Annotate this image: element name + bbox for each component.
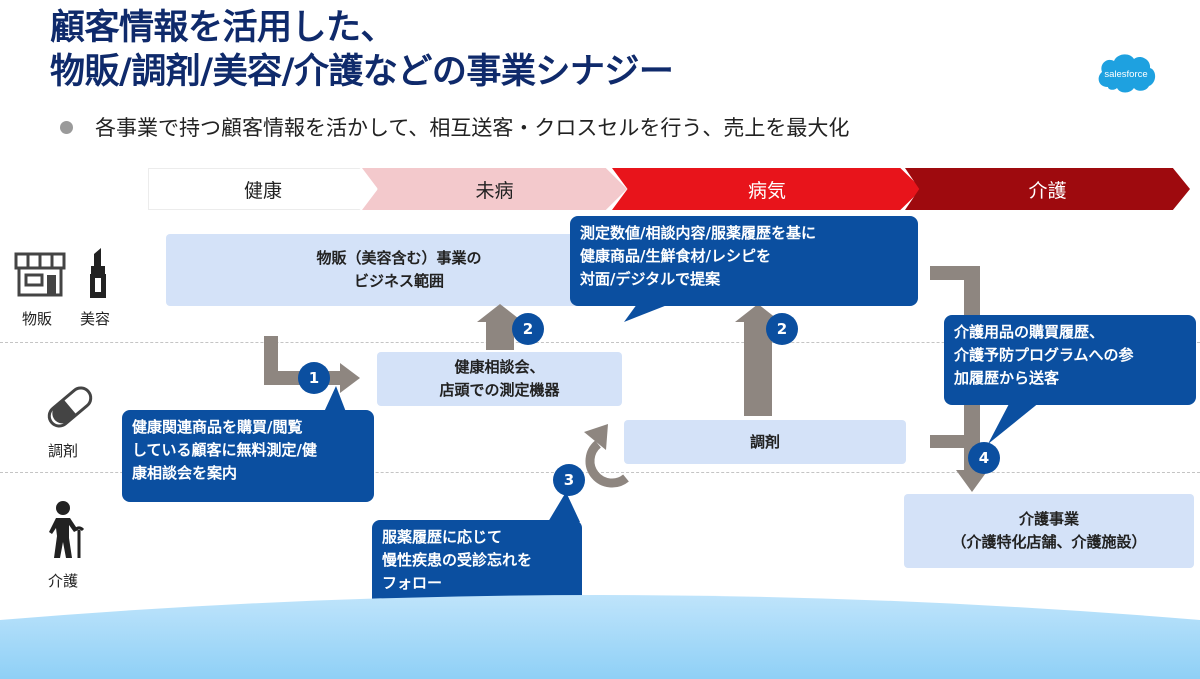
subtitle-text: 各事業で持つ顧客情報を活かして、相互送客・クロスセルを行う、売上を最大化 [95, 116, 850, 140]
subtitle: 各事業で持つ顧客情報を活かして、相互送客・クロスセルを行う、売上を最大化 [60, 112, 849, 142]
category-kaigo: 介護 [48, 572, 79, 590]
arrow-4b [930, 435, 970, 448]
buppan-scope-box: 物販（美容含む）事業の ビジネス範囲 [166, 234, 632, 306]
store-icon [14, 252, 66, 297]
arrow-3 [585, 440, 629, 488]
lane-divider [0, 472, 1200, 473]
callout-1: 健康関連商品を購買/閲覧 している顧客に無料測定/健 康相談会を案内 [122, 410, 374, 502]
step-badge-1: 1 [298, 362, 330, 394]
arrow-2a [477, 304, 523, 350]
category-chouzai: 調剤 [48, 442, 79, 460]
capsule-icon [47, 386, 93, 428]
stage-kenkou: 健康 [148, 168, 378, 210]
lipstick-icon [90, 248, 106, 298]
callout-3: 服薬履歴に応じて 慢性疾患の受診忘れを フォロー [372, 520, 582, 610]
callout-1-tail [324, 386, 346, 412]
logo-text: salesforce [1104, 69, 1147, 80]
callout-3-tail [548, 492, 580, 522]
page-title: 顧客情報を活用した、 物販/調剤/美容/介護などの事業シナジー [50, 6, 674, 94]
chouzai-box: 調剤 [624, 420, 906, 464]
step-badge-4: 4 [968, 442, 1000, 474]
bullet-icon [60, 120, 73, 134]
salesforce-logo: salesforce [1094, 47, 1158, 97]
stage-byouki: 病気 [612, 168, 922, 210]
stage-kaigo: 介護 [905, 168, 1190, 210]
callout-4: 介護用品の購買履歴、 介護予防プログラムへの参 加履歴から送客 [944, 315, 1196, 405]
kaigo-business-box: 介護事業 （介護特化店舗、介護施設） [904, 494, 1194, 568]
elderly-person-icon [49, 501, 85, 558]
step-badge-3: 3 [553, 464, 585, 496]
arrow-1 [264, 336, 360, 393]
callout-2: 測定数値/相談内容/服薬履歴を基に 健康商品/生鮮食材/レシピを 対面/デジタル… [570, 216, 918, 306]
callout-4-tail [988, 402, 1040, 444]
category-biyou: 美容 [80, 310, 111, 328]
health-consult-box: 健康相談会、 店頭での測定機器 [377, 352, 622, 406]
arrow-3-head [584, 424, 608, 450]
step-badge-2a: 2 [512, 313, 544, 345]
ground-decoration [0, 595, 1200, 679]
stage-mibyou: 未病 [362, 168, 627, 210]
cloud-icon: salesforce [1098, 54, 1156, 93]
category-buppan: 物販 [22, 310, 53, 328]
lane-divider [0, 342, 1200, 343]
title-line-2: 物販/調剤/美容/介護などの事業シナジー [50, 52, 674, 92]
title-line-1: 顧客情報を活用した、 [50, 8, 396, 48]
step-badge-2b: 2 [766, 313, 798, 345]
